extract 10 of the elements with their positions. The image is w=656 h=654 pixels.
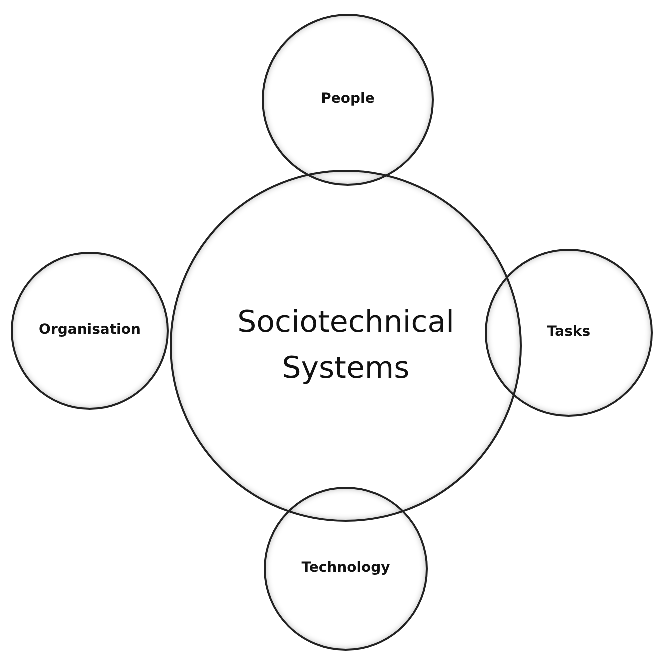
circle-node	[262, 14, 434, 186]
node-label: Tasks	[546, 323, 592, 342]
circle-node	[11, 252, 169, 410]
circle-node	[170, 170, 522, 522]
node-label: Organisation	[38, 321, 142, 340]
circle-node	[485, 249, 653, 417]
node-label: People	[320, 90, 376, 110]
node-label: Technology	[300, 559, 392, 578]
circle-node	[264, 487, 428, 651]
node-label: Sociotechnical Systems	[236, 304, 456, 388]
